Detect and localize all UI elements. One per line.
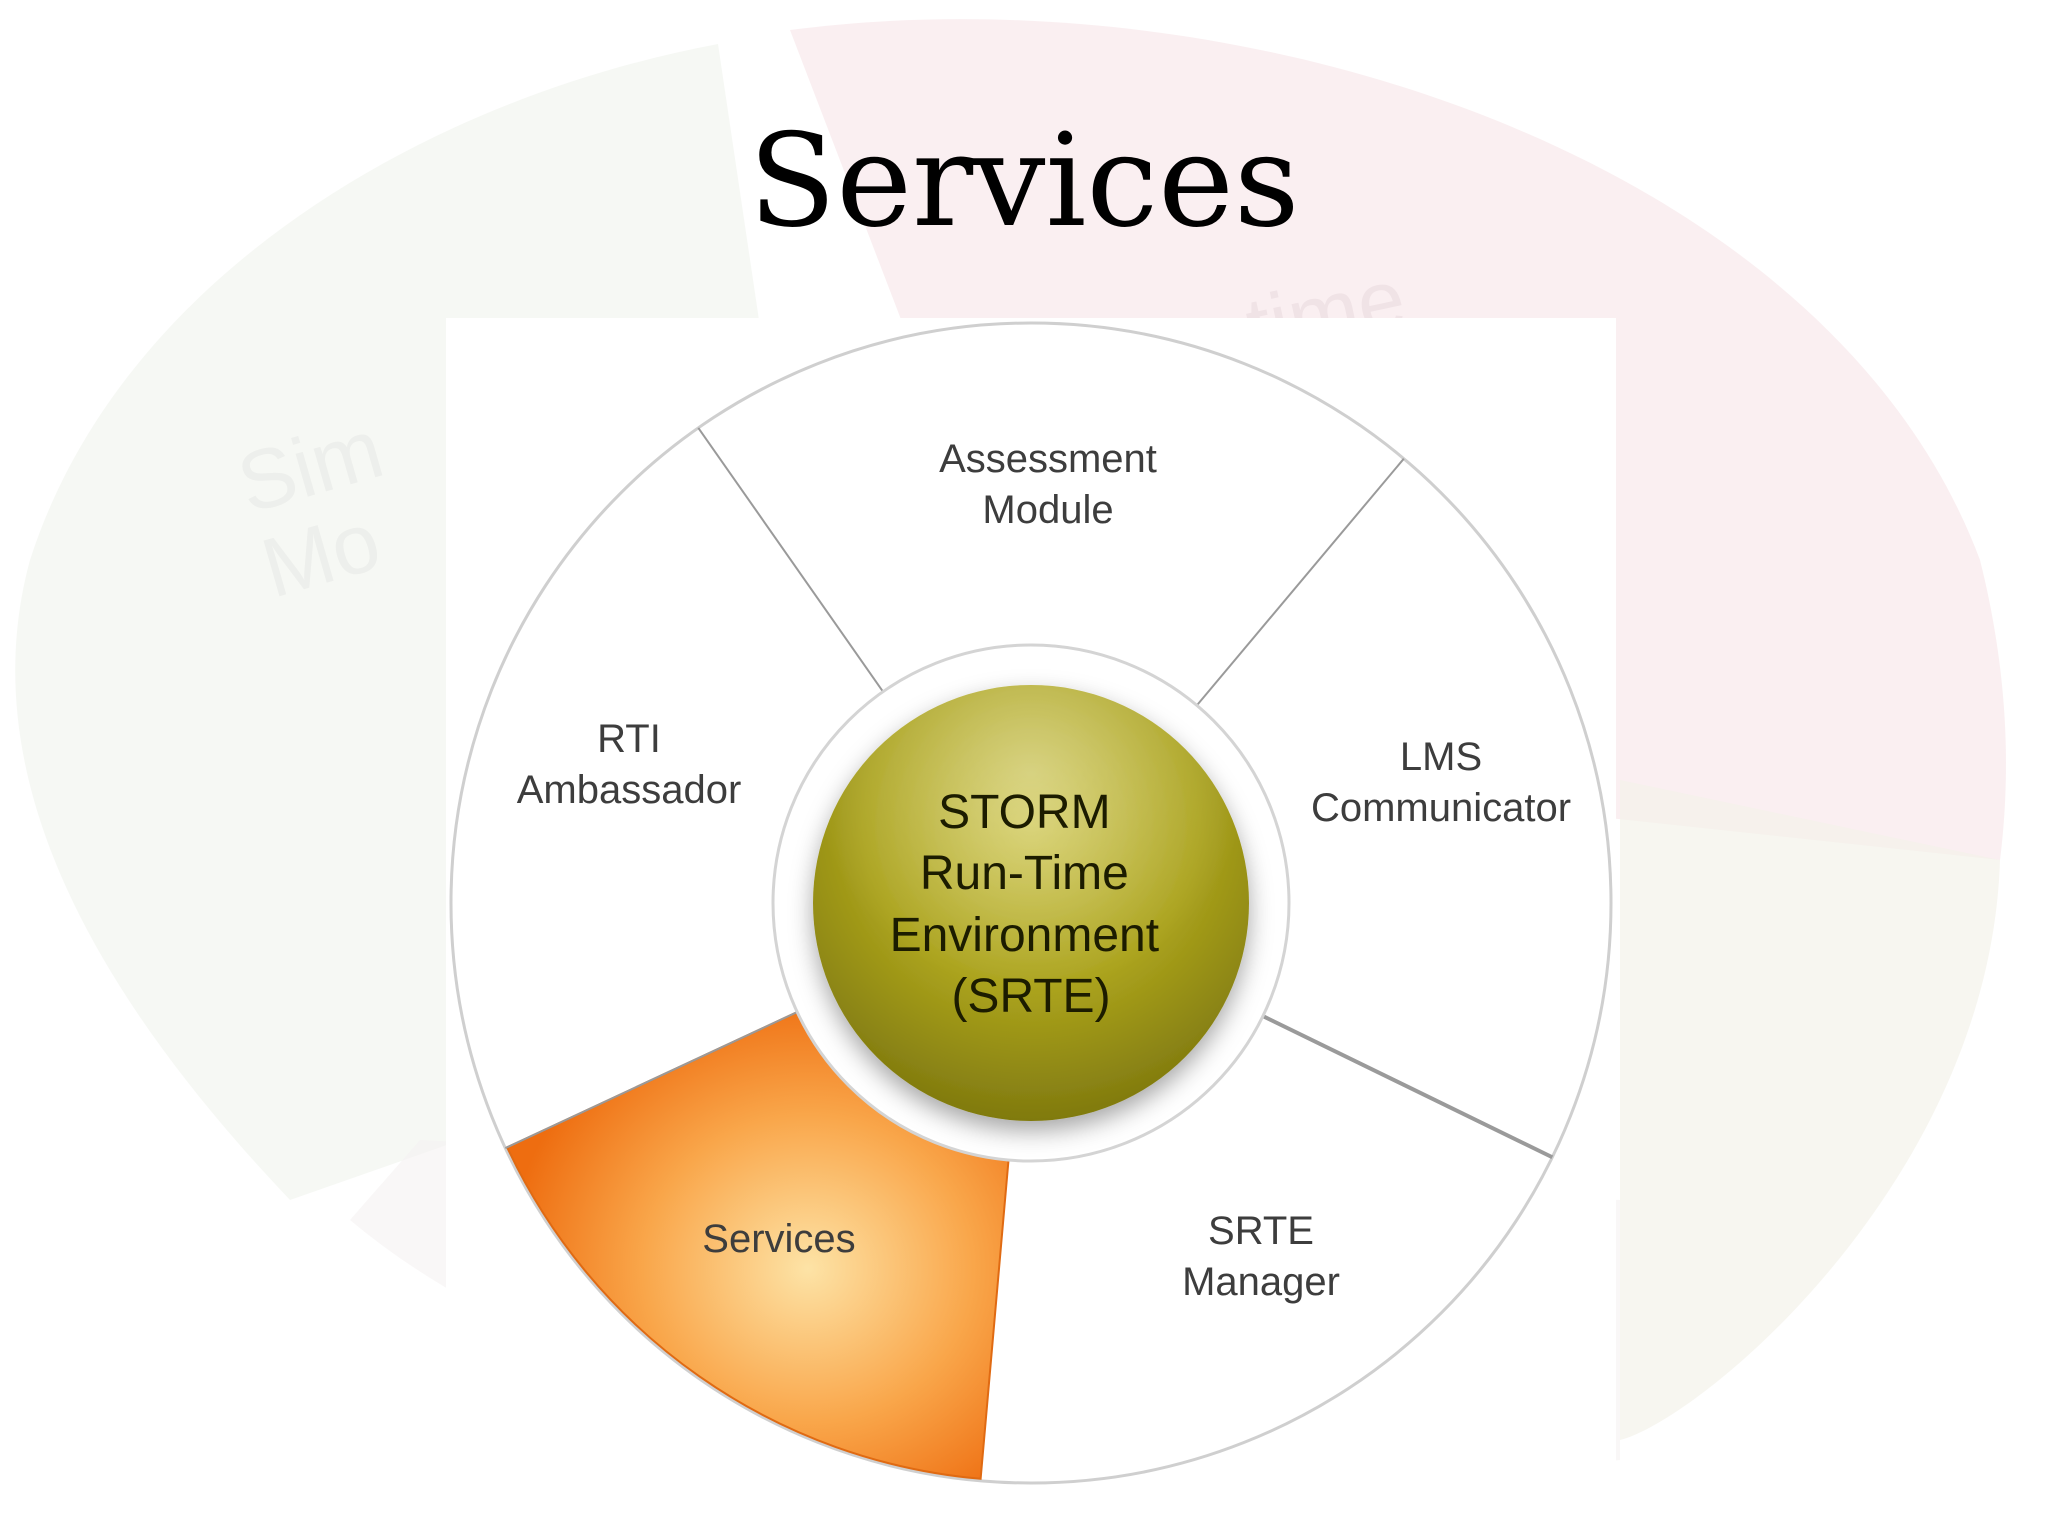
hub-label: STORM Run-Time Environment (SRTE) [890,786,1173,1023]
diagram-panel: STORM Run-Time Environment (SRTE) Assess… [446,318,1616,1488]
lms-communicator-label: LMS Communicator [1311,735,1571,830]
hub-label-line: STORM [938,786,1110,839]
hub-label-line: Environment [890,909,1159,962]
assessment-module-label-line: Module [982,488,1113,532]
hub-shine [813,685,1249,1121]
srte-manager-label-line: SRTE [1208,1209,1314,1253]
hub-label-line: (SRTE) [951,970,1110,1023]
lms-communicator-label-line: LMS [1400,735,1482,779]
slide-title: Services [748,107,1300,256]
rti-ambassador-label-line: RTI [597,717,661,761]
hub-label-line: Run-Time [920,847,1129,900]
segment-divider [697,427,884,693]
segment-divider [1196,458,1405,707]
rti-ambassador-label-line: Ambassador [517,768,742,812]
bg-wedge-bottom-right [1620,780,2000,1440]
srte-wheel-diagram: STORM Run-Time Environment (SRTE) Assess… [449,321,1613,1485]
services-label: Services [702,1217,855,1261]
assessment-module-label-line: Assessment [939,437,1157,481]
segment-divider [1262,1014,1554,1160]
segment-divider [504,1011,798,1150]
srte-manager-label: SRTE Manager [1182,1209,1340,1304]
lms-communicator-label-line: Communicator [1311,786,1571,830]
rti-ambassador-label: RTI Ambassador [517,717,742,812]
services-label-line: Services [702,1217,855,1261]
srte-manager-label-line: Manager [1182,1260,1340,1304]
